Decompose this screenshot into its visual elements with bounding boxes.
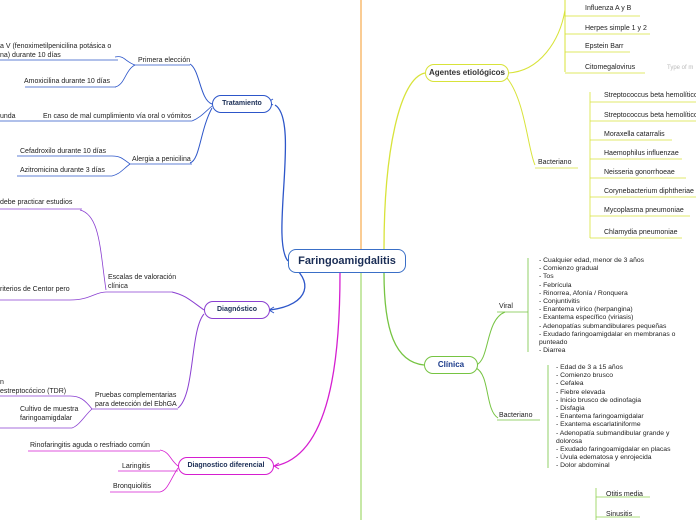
clinica-viral-list[interactable]: - Cualquier edad, menor de 3 años - Comi…: [539, 257, 676, 355]
viral-agent-citomegalovirus[interactable]: Citomegalovirus: [585, 64, 636, 71]
central-topic[interactable]: Faringoamigdalitis: [288, 249, 406, 273]
alergia-label[interactable]: Alergia a penicilina: [132, 156, 191, 163]
clinica-viral-label[interactable]: Viral: [499, 303, 513, 310]
bacteria-item[interactable]: Streptococcus beta hemolítico: [604, 112, 696, 119]
cefadroxilo-item[interactable]: Cefadroxilo durante 10 días: [20, 148, 106, 155]
bacteria-item[interactable]: Streptococcus beta hemolítico: [604, 92, 696, 99]
clinica-bacteriano-label[interactable]: Bacteriano: [499, 412, 533, 419]
type-placeholder-hint: Type of m: [667, 65, 694, 71]
amoxicilina-item[interactable]: Amoxicilina durante 10 días: [24, 78, 110, 85]
bacteria-item[interactable]: Corynebacterium diphtheriae: [604, 188, 694, 195]
bacteriano-agentes-label[interactable]: Bacteriano: [538, 159, 572, 166]
diferencial-bronquiolitis[interactable]: Bronquiolitis: [113, 483, 152, 490]
centor-criteria-item[interactable]: riterios de Centor pero: [0, 286, 70, 293]
diagnostico-node[interactable]: Diagnóstico: [204, 301, 270, 319]
bacteria-item[interactable]: Haemophilus influenzae: [604, 150, 679, 157]
bacteria-item[interactable]: Mycoplasma pneumoniae: [604, 207, 684, 214]
pruebas-complementarias-label[interactable]: Pruebas complementarias para detección d…: [95, 392, 177, 408]
agentes-etiologicos-node[interactable]: Agentes etiológicos: [425, 64, 509, 82]
tdr-item[interactable]: n estreptocócico (TDR): [0, 379, 67, 395]
diferencial-laringitis[interactable]: Laringitis: [122, 463, 151, 470]
bacteria-item[interactable]: Chlamydia pneumoniae: [604, 229, 678, 236]
complicacion-sinusitis[interactable]: Sinusitis: [606, 511, 633, 518]
bacteria-item[interactable]: Moraxella catarralis: [604, 131, 665, 138]
incumplimiento-label[interactable]: En caso de mal cumplimiento vía oral o v…: [43, 113, 192, 120]
diferencial-rinofaringitis[interactable]: Rinofaringitis aguda o resfriado común: [30, 442, 150, 449]
diagnostico-top-text[interactable]: debe practicar estudios: [0, 199, 73, 206]
viral-agent-influenza[interactable]: Influenza A y B: [585, 5, 632, 12]
viral-agent-herpes[interactable]: Herpes simple 1 y 2: [585, 25, 647, 32]
azitromicina-item[interactable]: Azitromicina durante 3 días: [20, 167, 105, 174]
clinica-bacteriano-list[interactable]: - Edad de 3 a 15 años - Comienzo brusco …: [556, 364, 671, 470]
primera-eleccion-label[interactable]: Primera elección: [138, 57, 191, 64]
complicacion-otitis[interactable]: Otitis media: [606, 491, 643, 498]
clinica-node[interactable]: Clínica: [424, 356, 478, 374]
incumplimiento-item[interactable]: unda: [0, 113, 16, 120]
diagnostico-diferencial-node[interactable]: Diagnostico diferencial: [178, 457, 274, 475]
bacteria-item[interactable]: Neisseria gonorrhoeae: [604, 169, 675, 176]
cultivo-item[interactable]: Cultivo de muestra faringoamigdalar: [20, 406, 79, 422]
escalas-label[interactable]: Escalas de valoración clínica: [108, 274, 177, 290]
viral-agent-epstein-barr[interactable]: Epstein Barr: [585, 43, 624, 50]
penicilina-v-item[interactable]: a V (fenoximetilpenicilina potásica o na…: [0, 43, 112, 59]
tratamiento-node[interactable]: Tratamiento: [212, 95, 272, 113]
